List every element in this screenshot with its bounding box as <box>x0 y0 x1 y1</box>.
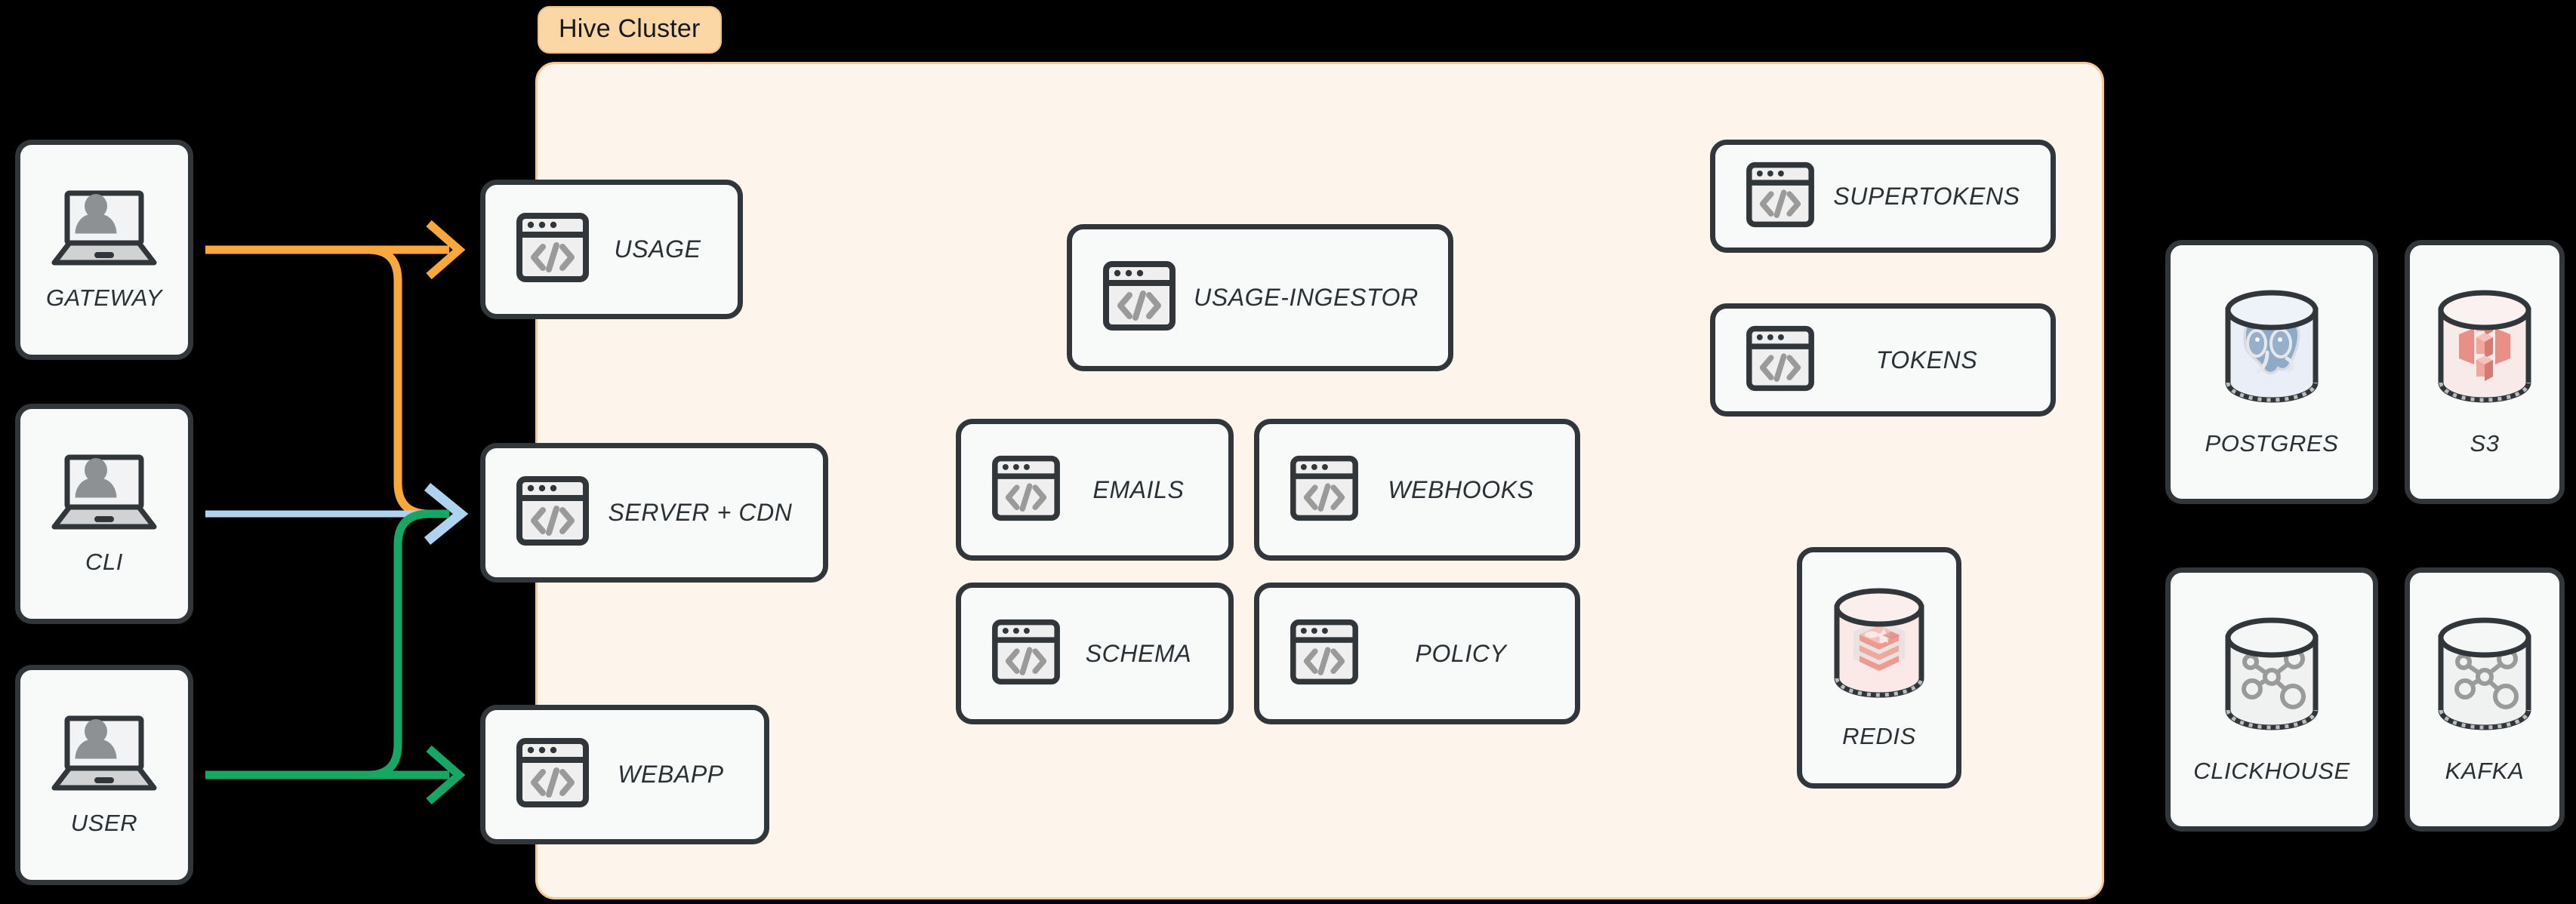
node-postgres[interactable]: POSTGRES <box>2165 240 2378 504</box>
edge-cli-server-cdn <box>205 482 469 546</box>
node-cli[interactable]: CLI <box>15 404 193 624</box>
node-tokens[interactable]: TOKENS <box>1710 303 2056 417</box>
code-window-icon <box>516 475 590 550</box>
edge-gateway-usage <box>205 220 466 280</box>
node-label: SUPERTOKENS <box>1833 182 2020 210</box>
node-s3[interactable]: S3 <box>2405 240 2565 504</box>
node-label: CLI <box>85 548 124 575</box>
postgres-cylinder-icon <box>2219 287 2325 410</box>
edge-gateway-server-cdn <box>205 245 449 518</box>
laptop-user-icon <box>51 189 157 274</box>
node-label: EMAILS <box>1092 475 1185 503</box>
node-server-cdn[interactable]: SERVER + CDN <box>480 443 828 583</box>
code-window-icon <box>516 212 590 287</box>
node-policy[interactable]: POLICY <box>1254 583 1580 724</box>
node-emails[interactable]: EMAILS <box>956 419 1234 561</box>
node-label: KAFKA <box>2445 757 2525 784</box>
code-window-icon <box>1102 260 1176 335</box>
network-cylinder-icon <box>2432 615 2537 738</box>
code-window-icon <box>991 455 1061 525</box>
node-schema[interactable]: SCHEMA <box>956 583 1234 724</box>
redis-cylinder-icon <box>1828 586 1930 703</box>
edge-user-server-cdn <box>205 509 449 779</box>
edge-user-webapp <box>205 745 466 805</box>
laptop-user-icon <box>51 714 157 799</box>
node-usage[interactable]: USAGE <box>480 180 743 319</box>
node-label: S3 <box>2470 429 2500 457</box>
node-redis[interactable]: REDIS <box>1797 547 1961 789</box>
network-cylinder-icon <box>2219 615 2325 738</box>
node-label: SCHEMA <box>1085 639 1192 667</box>
laptop-user-icon <box>51 453 157 538</box>
code-window-icon <box>1746 161 1815 232</box>
node-webapp[interactable]: WEBAPP <box>480 705 769 844</box>
code-window-icon <box>991 619 1061 689</box>
node-gateway[interactable]: GATEWAY <box>15 140 193 360</box>
node-label: TOKENS <box>1875 346 1978 374</box>
node-label: WEBHOOKS <box>1388 475 1534 503</box>
code-window-icon <box>1290 619 1359 689</box>
s3-cylinder-icon <box>2432 287 2537 410</box>
node-webhooks[interactable]: WEBHOOKS <box>1254 419 1580 561</box>
node-label: CLICKHOUSE <box>2193 757 2350 784</box>
code-window-icon <box>1746 325 1815 395</box>
node-label: SERVER + CDN <box>608 499 793 526</box>
node-usage-ingestor[interactable]: USAGE-INGESTOR <box>1067 224 1453 371</box>
hive-cluster-label: Hive Cluster <box>538 6 722 54</box>
code-window-icon <box>516 737 590 812</box>
node-user[interactable]: USER <box>15 665 193 885</box>
node-label: POLICY <box>1415 639 1507 667</box>
node-label: GATEWAY <box>45 284 163 311</box>
node-clickhouse[interactable]: CLICKHOUSE <box>2165 567 2378 832</box>
node-label: USAGE <box>614 235 701 263</box>
node-label: WEBAPP <box>618 761 724 788</box>
node-kafka[interactable]: KAFKA <box>2405 567 2565 832</box>
node-label: USAGE-INGESTOR <box>1194 284 1419 311</box>
node-label: POSTGRES <box>2205 429 2339 457</box>
node-supertokens[interactable]: SUPERTOKENS <box>1710 140 2056 253</box>
node-label: USER <box>70 809 138 836</box>
node-label: REDIS <box>1842 722 1916 749</box>
code-window-icon <box>1290 455 1359 525</box>
